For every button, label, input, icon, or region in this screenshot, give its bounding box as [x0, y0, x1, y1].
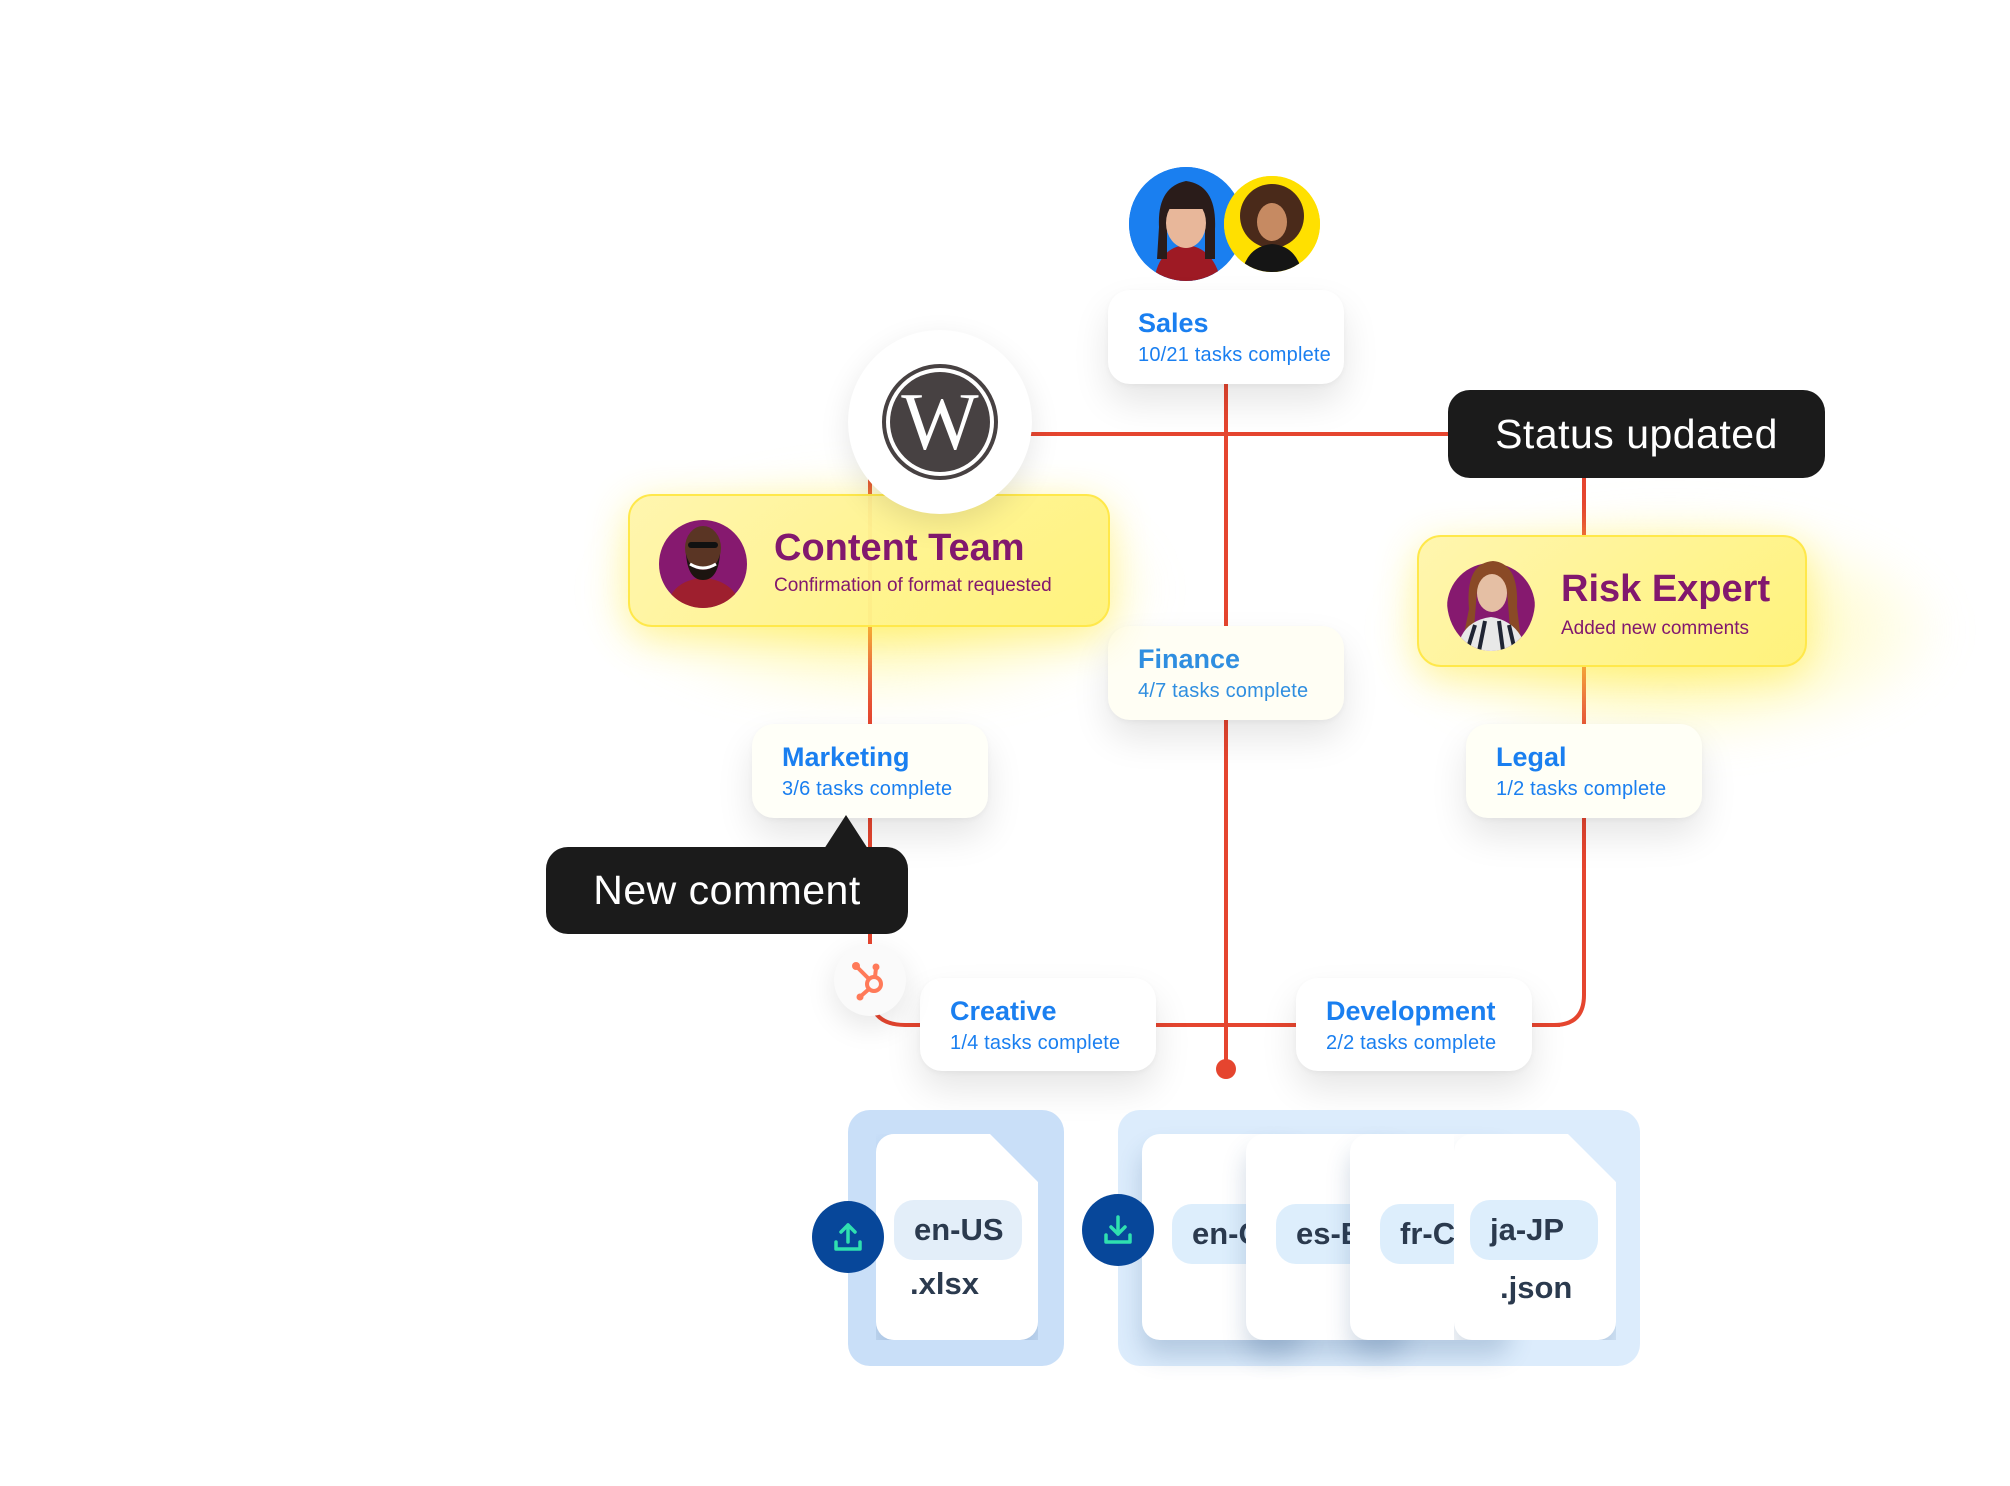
connector-endpoint-dot — [1216, 1059, 1236, 1079]
task-card-progress: 2/2 tasks complete — [1326, 1032, 1497, 1054]
bubble-pointer — [824, 815, 868, 849]
new-comment-notification: New comment — [546, 815, 908, 934]
upload-button[interactable] — [812, 1201, 884, 1273]
source-file[interactable]: en-US .xlsx — [876, 1134, 1038, 1340]
file-language-badge: en-US — [894, 1200, 1022, 1260]
person-card-subtitle: Confirmation of format requested — [774, 575, 1052, 596]
task-card-creative[interactable]: Creative 1/4 tasks complete — [920, 978, 1156, 1071]
file-extension: .json — [1500, 1270, 1573, 1305]
sales-avatar-secondary — [1224, 176, 1320, 272]
task-card-title: Sales — [1138, 308, 1209, 338]
hubspot-node[interactable] — [834, 944, 906, 1016]
wordpress-logo-icon: W — [882, 364, 998, 480]
target-file[interactable]: ja-JP .json — [1454, 1134, 1616, 1340]
content-team-avatar — [658, 514, 748, 608]
task-card-title: Creative — [950, 996, 1057, 1026]
file-language-badge: ja-JP — [1470, 1200, 1598, 1260]
person-card-title: Risk Expert — [1561, 568, 1771, 610]
connector-legal-curve — [1553, 818, 1586, 1027]
task-card-progress: 1/2 tasks complete — [1496, 778, 1667, 800]
task-card-title: Development — [1326, 996, 1496, 1026]
task-card-development[interactable]: Development 2/2 tasks complete — [1296, 978, 1532, 1071]
person-card-title: Content Team — [774, 527, 1025, 569]
task-card-marketing[interactable]: Marketing 3/6 tasks complete — [752, 724, 988, 818]
task-card-progress: 3/6 tasks complete — [782, 778, 953, 800]
upload-icon — [834, 1223, 862, 1251]
download-button[interactable] — [1082, 1194, 1154, 1266]
risk-expert-avatar — [1447, 551, 1535, 651]
person-card-subtitle: Added new comments — [1561, 618, 1749, 639]
file-extension: .xlsx — [910, 1266, 979, 1301]
status-updated-notification: Status updated — [1448, 390, 1825, 478]
task-card-legal[interactable]: Legal 1/2 tasks complete — [1466, 724, 1702, 818]
task-card-progress: 10/21 tasks complete — [1138, 344, 1331, 366]
person-card-content-team[interactable]: Content Team Confirmation of format requ… — [628, 494, 1110, 627]
new-comment-bubble: New comment — [546, 847, 908, 934]
task-card-finance[interactable]: Finance 4/7 tasks complete — [1108, 626, 1344, 720]
task-card-progress: 1/4 tasks complete — [950, 1032, 1121, 1054]
new-comment-text: New comment — [593, 867, 861, 913]
status-updated-text: Status updated — [1495, 410, 1778, 457]
wordpress-node[interactable]: W — [848, 330, 1032, 514]
svg-text:W: W — [901, 376, 979, 467]
task-card-sales[interactable]: Sales 10/21 tasks complete — [1108, 290, 1344, 384]
person-card-risk-expert[interactable]: Risk Expert Added new comments — [1417, 535, 1807, 667]
task-card-title: Legal — [1496, 742, 1567, 772]
task-card-progress: 4/7 tasks complete — [1138, 680, 1309, 702]
download-icon — [1104, 1215, 1132, 1244]
task-card-title: Finance — [1138, 644, 1241, 674]
hubspot-logo-icon — [852, 962, 883, 1001]
task-card-title: Marketing — [782, 742, 910, 772]
